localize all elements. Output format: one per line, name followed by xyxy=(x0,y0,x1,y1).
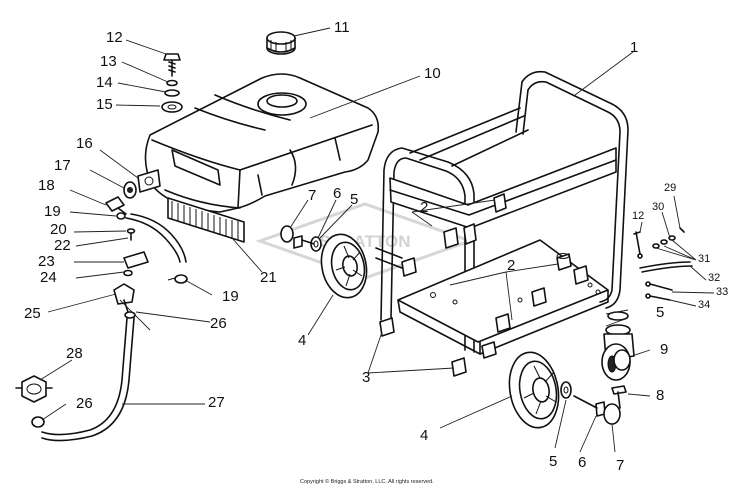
callout-20: 20 xyxy=(50,221,67,238)
callout-5c: 5 xyxy=(549,453,558,470)
callout-33: 33 xyxy=(716,286,729,298)
axle-hardware-left xyxy=(280,225,322,252)
callout-31: 31 xyxy=(698,253,711,265)
fuel-hose xyxy=(31,311,136,442)
callout-12b: 12 xyxy=(632,210,645,222)
callout-4a: 4 xyxy=(298,332,307,349)
callout-5b: 5 xyxy=(656,304,665,321)
caster-wheel xyxy=(601,311,635,381)
callout-23: 23 xyxy=(38,253,55,270)
callout-25: 25 xyxy=(24,305,41,322)
callout-15: 15 xyxy=(96,96,113,113)
callout-27: 27 xyxy=(208,394,225,411)
engine-mounts xyxy=(401,193,589,333)
callout-6b: 6 xyxy=(578,454,587,471)
callout-5a: 5 xyxy=(350,191,359,208)
callout-26a: 26 xyxy=(210,315,227,332)
callout-30: 30 xyxy=(652,201,665,213)
callout-22: 22 xyxy=(54,237,71,254)
callout-7b: 7 xyxy=(616,457,625,474)
fuel-valve-assembly xyxy=(105,169,161,215)
leader-lines xyxy=(39,27,715,453)
fuel-tank xyxy=(144,73,380,213)
foam-pad xyxy=(167,197,245,243)
handle-hardware xyxy=(633,227,693,301)
axle-hardware-right xyxy=(560,381,627,425)
wheel-right xyxy=(508,351,560,429)
fuel-filter xyxy=(15,375,53,403)
callout-34: 34 xyxy=(698,299,711,311)
callout-1: 1 xyxy=(630,39,639,56)
callout-12a: 12 xyxy=(106,29,123,46)
callout-18: 18 xyxy=(38,177,55,194)
callout-9: 9 xyxy=(660,341,669,358)
callout-6a: 6 xyxy=(333,185,342,202)
callout-29: 29 xyxy=(664,182,677,194)
callout-21: 21 xyxy=(260,269,277,286)
callout-8: 8 xyxy=(656,387,665,404)
callout-32: 32 xyxy=(708,272,721,284)
callout-2a: 2 xyxy=(420,199,429,216)
foot-brackets xyxy=(379,317,497,377)
fuel-cap xyxy=(266,31,296,55)
wheel-left xyxy=(320,233,368,299)
callout-14: 14 xyxy=(96,74,113,91)
callout-7a: 7 xyxy=(308,187,317,204)
fuel-line-assembly xyxy=(113,212,188,313)
callout-24: 24 xyxy=(40,269,57,286)
callout-4b: 4 xyxy=(420,427,429,444)
callout-19a: 19 xyxy=(44,203,61,220)
callout-13: 13 xyxy=(100,53,117,70)
callout-2b: 2 xyxy=(507,257,516,274)
callout-28: 28 xyxy=(66,345,83,362)
callout-26b: 26 xyxy=(76,395,93,412)
tank-mount-hardware xyxy=(161,53,183,113)
frame xyxy=(375,70,629,355)
callout-19b: 19 xyxy=(222,288,239,305)
callout-3: 3 xyxy=(362,369,371,386)
copyright-notice: Copyright © Briggs & Stratton, LLC. All … xyxy=(300,479,434,485)
callout-16: 16 xyxy=(76,135,93,152)
callout-11: 11 xyxy=(334,19,350,36)
callout-17: 17 xyxy=(54,157,71,174)
callout-10: 10 xyxy=(424,65,441,82)
